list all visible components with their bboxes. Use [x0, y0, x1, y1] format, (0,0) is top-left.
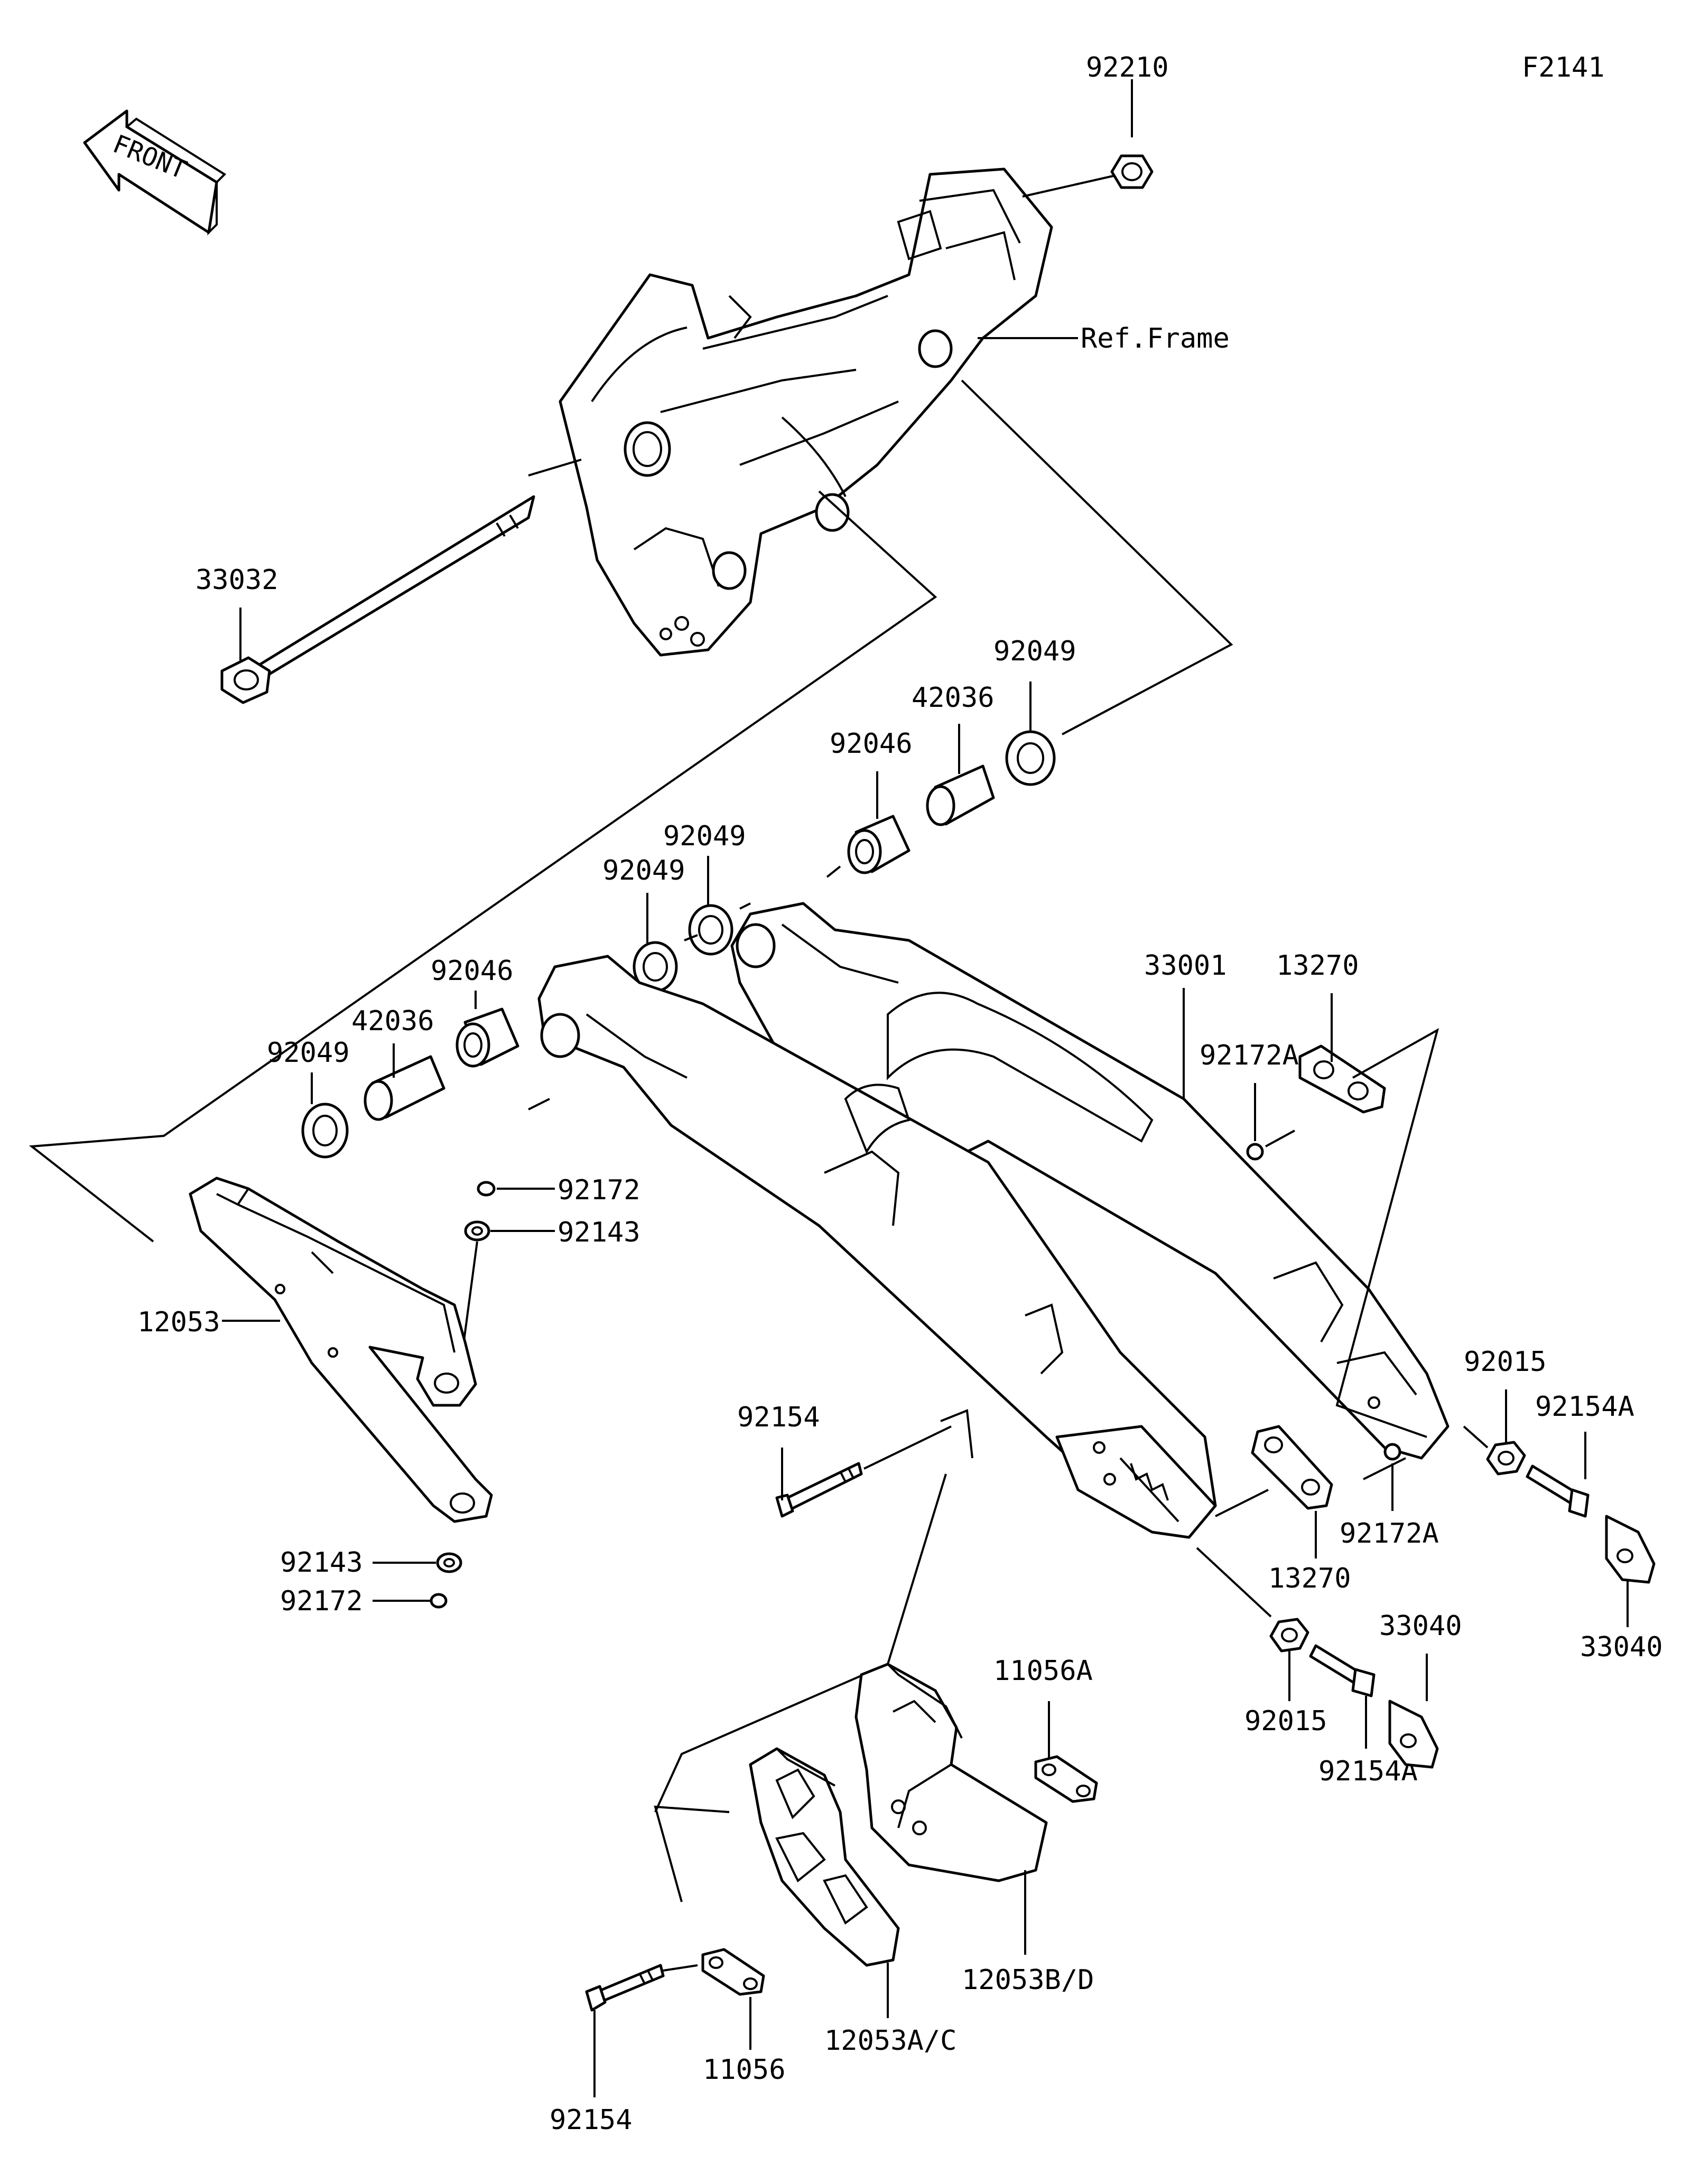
label-12053: 12053 [137, 1306, 220, 1338]
pivot-shaft-33032 [220, 495, 535, 704]
seal-92049-mid-left [633, 941, 678, 993]
label-92154-upper: 92154 [737, 1402, 820, 1433]
screw-92172A-upper [1246, 1130, 1295, 1161]
label-92210: 92210 [1086, 52, 1169, 83]
label-92015-lower: 92015 [1244, 1705, 1327, 1737]
chain-adjuster-33040-left [1388, 1700, 1439, 1769]
label-12053BD: 12053B/D [962, 1964, 1094, 1996]
seal-92049-mid-right [688, 904, 733, 956]
bolt-92154-lower [585, 1964, 665, 2012]
plate-11056 [701, 1948, 765, 1996]
washer-92143-lower [436, 1552, 462, 1573]
label-92172-upper: 92172 [558, 1174, 640, 1206]
label-33040-left: 33040 [1379, 1610, 1462, 1642]
screw-92172-lower [430, 1593, 448, 1609]
washer-92143-upper [464, 1220, 490, 1242]
adjuster-plate-13270-upper [1298, 1044, 1386, 1114]
label-92046-upper: 92046 [830, 728, 913, 760]
chain-guide-12053AC [749, 1747, 900, 1967]
front-arrow-icon: FRONT [83, 109, 227, 236]
label-92172-lower: 92172 [280, 1585, 363, 1617]
collar-42036-lower [364, 1055, 445, 1121]
nut-92015-lower [1269, 1618, 1309, 1653]
label-11056A: 11056A [993, 1655, 1093, 1687]
label-92049-mid-left: 92049 [602, 855, 685, 886]
label-42036-lower: 42036 [351, 1005, 434, 1037]
label-42036-upper: 42036 [912, 682, 995, 714]
label-13270-upper: 13270 [1276, 950, 1359, 982]
label-92172A-upper: 92172A [1200, 1040, 1299, 1071]
label-11056: 11056 [703, 2054, 786, 2086]
ref-frame-label: Ref.Frame [1081, 323, 1230, 354]
screw-92172A-lower [1383, 1443, 1401, 1461]
label-92154A-lower: 92154A [1318, 1756, 1418, 1787]
label-92049-lower: 92049 [267, 1037, 350, 1069]
plate-11056A [1034, 1755, 1098, 1803]
label-92172A-lower: 92172A [1340, 1518, 1439, 1550]
seal-92049-upper [1005, 730, 1056, 786]
label-92049-mid-right: 92049 [663, 820, 746, 852]
label-33001: 33001 [1144, 950, 1227, 982]
frame-reference [559, 167, 1053, 657]
bolt-92154A-upper [1526, 1464, 1590, 1518]
label-92143-upper: 92143 [558, 1217, 640, 1248]
bearing-92046-lower [456, 1007, 519, 1068]
screw-92172-upper [477, 1181, 496, 1197]
label-13270-lower: 13270 [1268, 1563, 1351, 1594]
label-92143-lower: 92143 [280, 1547, 363, 1579]
label-12053AC: 12053A/C [824, 2025, 956, 2057]
label-92154A-upper: 92154A [1535, 1391, 1634, 1423]
bolt-92154A-lower [1309, 1644, 1376, 1697]
adjuster-plate-13270-lower [1251, 1425, 1333, 1510]
bearing-92046-upper [847, 815, 910, 874]
label-33040-right: 33040 [1580, 1631, 1663, 1663]
chain-slider-12053 [189, 1177, 493, 1523]
swingarm-33001 [537, 902, 1450, 1539]
nut-92015-upper [1486, 1441, 1526, 1476]
bolt-92154-upper [775, 1462, 863, 1518]
chain-guide-12053BD [854, 1663, 1048, 1882]
label-92046-lower: 92046 [431, 955, 514, 987]
label-92015-upper: 92015 [1464, 1346, 1547, 1378]
collar-42036-upper [926, 764, 995, 826]
chain-adjuster-33040-right [1605, 1515, 1656, 1584]
label-92049-upper: 92049 [993, 636, 1076, 667]
nut-92210 [1110, 154, 1154, 189]
seal-92049-lower [301, 1103, 349, 1159]
label-33032: 33032 [196, 564, 278, 596]
label-92154-lower: 92154 [550, 2104, 633, 2136]
diagram-code: F2141 [1522, 52, 1605, 83]
